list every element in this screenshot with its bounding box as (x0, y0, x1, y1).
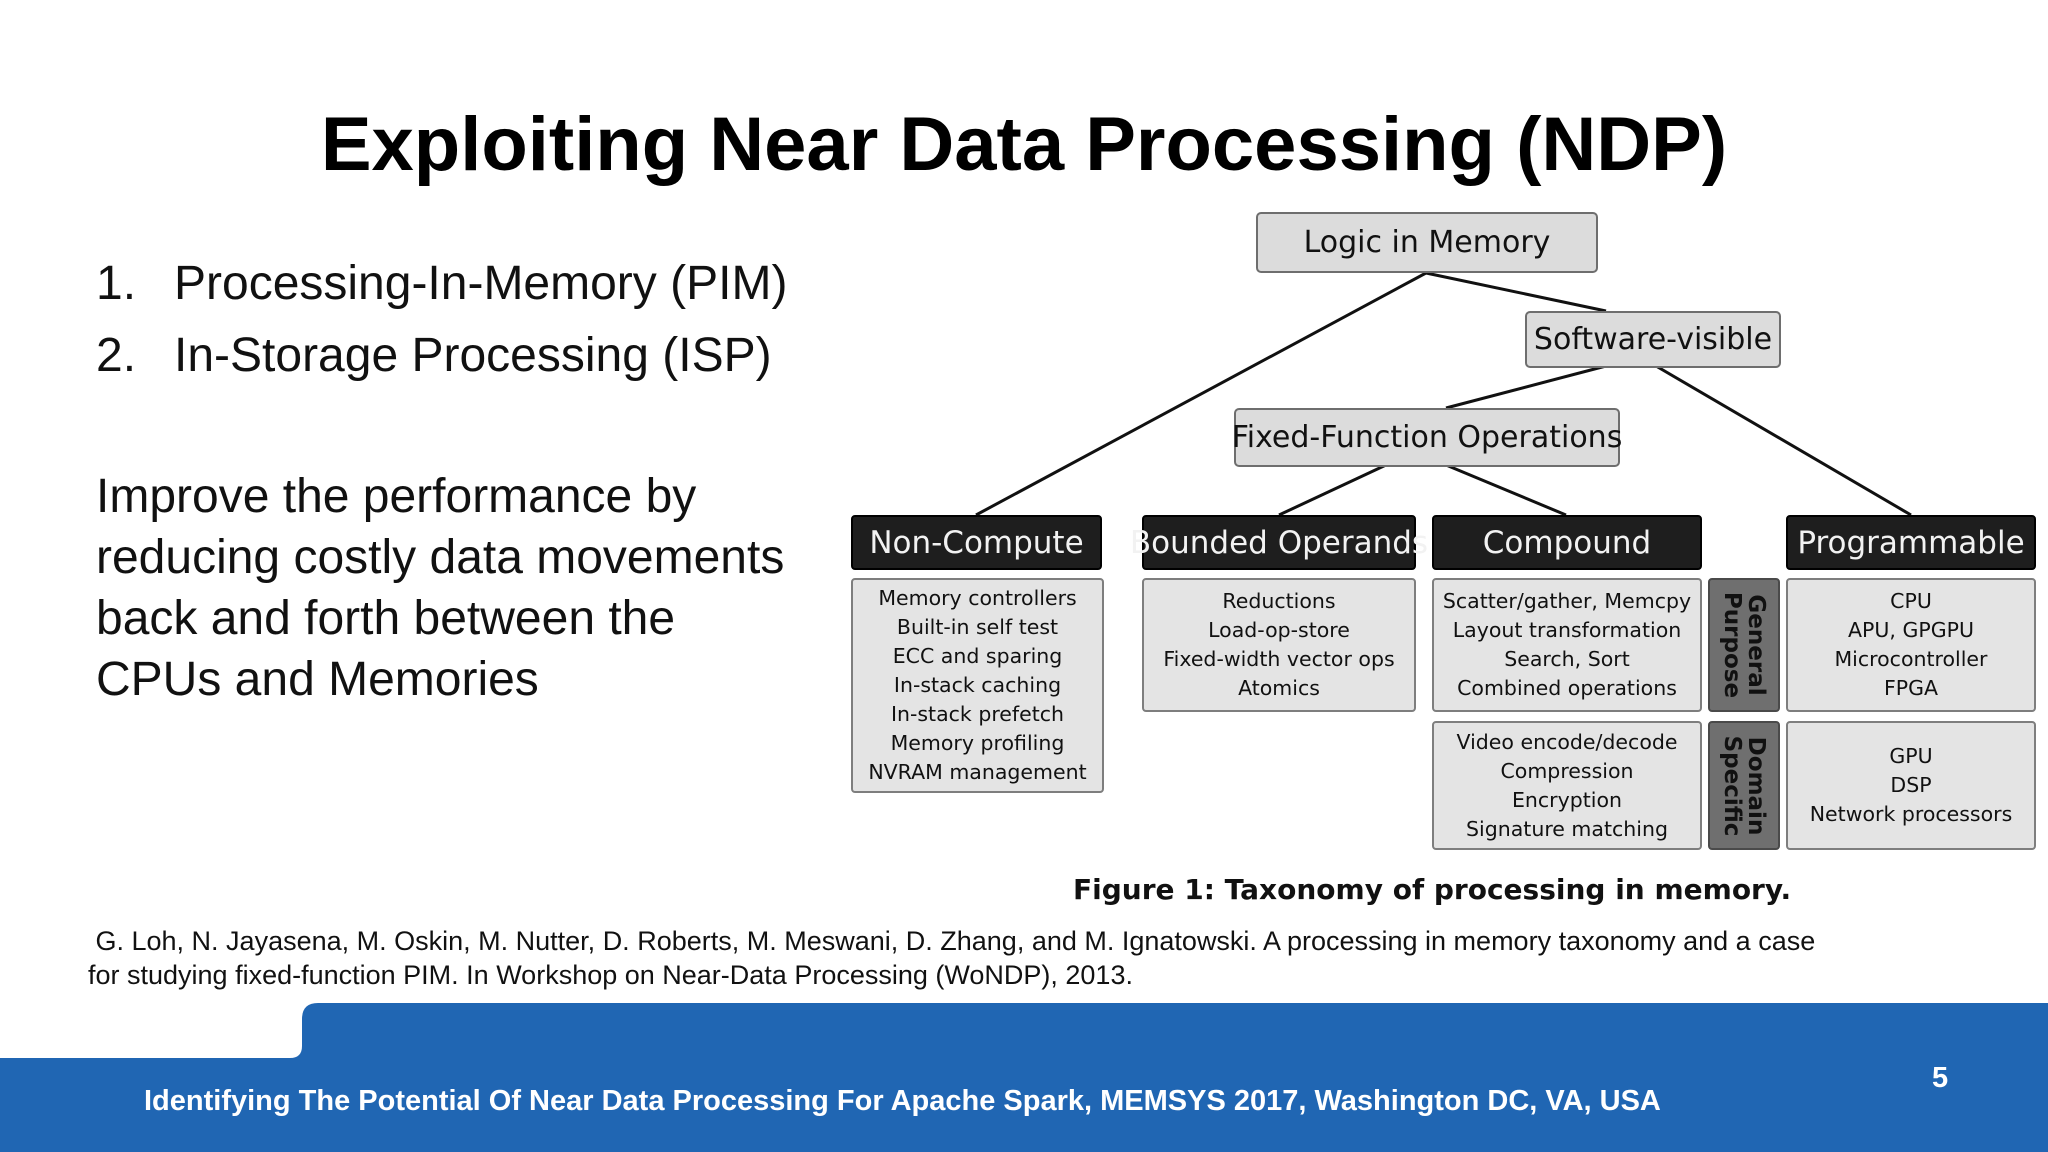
domain-specific-label: Domain Specific (1708, 721, 1780, 850)
item-text: Load-op-store (1208, 618, 1350, 642)
item-text: Microcontroller (1834, 647, 1988, 671)
list-number: 2. (96, 329, 137, 382)
list-text: Processing-In-Memory (PIM) (174, 257, 788, 310)
item-text: Layout transformation (1452, 618, 1682, 642)
item-text: APU, GPGPU (1848, 618, 1974, 642)
paragraph-line: CPUs and Memories (96, 653, 539, 706)
item-text: Combined operations (1457, 676, 1677, 700)
general-purpose-label: General Purpose (1708, 578, 1780, 712)
item-text: Atomics (1238, 676, 1320, 700)
bounded-operands-items: Reductions Load-op-store Fixed-width vec… (1142, 578, 1416, 712)
label-line: Specific (1719, 735, 1745, 836)
category-non-compute: Non-Compute (851, 515, 1102, 570)
diagram-connectors (975, 271, 1912, 517)
connector-line (975, 271, 1427, 517)
list-item: 2. In-Storage Processing (ISP) (96, 320, 787, 392)
category-compound: Compound (1432, 515, 1702, 570)
taxonomy-diagram: Logic in Memory Software-visible Fixed-F… (846, 205, 2046, 850)
item-text: Signature matching (1466, 816, 1668, 841)
item-text: Network processors (1809, 802, 2013, 826)
list-item: 1. Processing-In-Memory (PIM) (96, 248, 787, 320)
item-text: Reductions (1222, 589, 1336, 613)
connector-line (1445, 463, 1567, 517)
item-text: Built-in self test (896, 615, 1059, 639)
item-text: NVRAM management (868, 760, 1087, 784)
item-text: In-stack caching (893, 673, 1062, 697)
citation-line: for studying fixed-function PIM. In Work… (88, 960, 1133, 990)
connector-line (1655, 364, 1912, 517)
category-programmable: Programmable (1786, 515, 2036, 570)
label-line: Domain (1743, 736, 1769, 835)
item-text: Encryption (1511, 787, 1623, 812)
paragraph-line: Improve the performance by (96, 470, 697, 523)
citation: G. Loh, N. Jayasena, M. Oskin, M. Nutter… (88, 924, 2028, 992)
footer-text: Identifying The Potential Of Near Data P… (144, 1085, 1661, 1117)
description-paragraph: Improve the performance by reducing cost… (96, 466, 856, 710)
programmable-domain-items: GPU DSP Network processors (1786, 721, 2036, 850)
list-number: 1. (96, 257, 137, 310)
compound-domain-items: Video encode/decode Compression Encrypti… (1432, 721, 1702, 850)
item-text: DSP (1890, 773, 1932, 797)
item-text: GPU (1889, 744, 1933, 768)
node-software-visible: Software-visible (1525, 311, 1781, 368)
item-text: FPGA (1883, 676, 1939, 700)
paragraph-line: back and forth between the (96, 592, 676, 645)
node-logic-in-memory: Logic in Memory (1256, 212, 1598, 273)
category-bounded-operands: Bounded Operands (1130, 515, 1428, 570)
item-text: CPU (1890, 589, 1932, 613)
item-text: Memory controllers (878, 586, 1077, 610)
item-text: Fixed-width vector ops (1163, 647, 1395, 671)
page-number: 5 (1932, 1062, 1949, 1094)
footer-bar (0, 1003, 2048, 1152)
compound-general-items: Scatter/gather, Memcpy Layout transforma… (1432, 578, 1702, 712)
programmable-general-items: CPU APU, GPGPU Microcontroller FPGA (1786, 578, 2036, 712)
footer-shape (0, 1003, 2048, 1152)
connector-line (1278, 463, 1387, 517)
node-fixed-function: Fixed-Function Operations (1232, 408, 1622, 467)
item-text: Video encode/decode (1456, 729, 1678, 754)
citation-line: G. Loh, N. Jayasena, M. Oskin, M. Nutter… (88, 926, 1816, 956)
numbered-list: 1. Processing-In-Memory (PIM) 2. In-Stor… (96, 248, 787, 392)
list-text: In-Storage Processing (ISP) (174, 329, 772, 382)
figure-caption: Figure 1: Taxonomy of processing in memo… (1073, 873, 1792, 906)
item-text: ECC and sparing (892, 644, 1063, 668)
label-line: General (1743, 594, 1769, 696)
slide-title: Exploiting Near Data Processing (NDP) (320, 102, 1728, 187)
label-line: Purpose (1719, 591, 1745, 699)
item-text: In-stack prefetch (890, 702, 1065, 726)
item-text: Scatter/gather, Memcpy (1442, 589, 1692, 613)
connector-line (1425, 271, 1607, 313)
item-text: Compression (1500, 758, 1634, 783)
item-text: Search, Sort (1504, 647, 1630, 671)
non-compute-items: Memory controllers Built-in self test EC… (851, 578, 1104, 793)
paragraph-line: reducing costly data movements (96, 531, 785, 584)
item-text: Memory profiling (890, 731, 1065, 755)
connector-line (1445, 364, 1607, 410)
